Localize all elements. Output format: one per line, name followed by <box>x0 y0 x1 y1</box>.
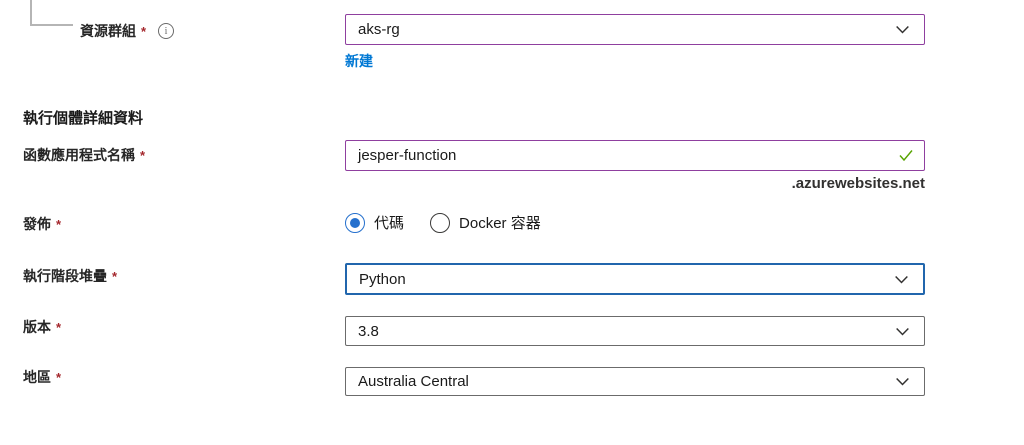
required-marker: * <box>56 216 62 232</box>
radio-selected-icon <box>345 212 365 233</box>
runtime-stack-label-text: 執行階段堆疊 <box>23 268 107 284</box>
radio-unselected-icon <box>430 212 451 233</box>
resource-group-label: 資源群組 * i <box>80 21 175 41</box>
required-marker: * <box>140 147 146 163</box>
version-selected-value: 3.8 <box>358 322 379 340</box>
chevron-down-icon <box>894 21 911 38</box>
create-new-link[interactable]: 新建 <box>345 53 373 69</box>
required-marker: * <box>141 23 147 39</box>
runtime-stack-dropdown[interactable]: Python <box>345 263 925 295</box>
radio-option-label: Docker 容器 <box>459 215 541 232</box>
publish-label-text: 發佈 <box>23 216 51 232</box>
runtime-stack-selected-value: Python <box>359 270 406 288</box>
app-name-value: jesper-function <box>358 147 457 164</box>
required-marker: * <box>56 369 62 385</box>
instance-details-section-header: 執行個體詳細資料 <box>23 110 144 127</box>
required-marker: * <box>56 319 62 335</box>
app-name-label: 函數應用程式名稱 * <box>23 145 145 165</box>
region-label-text: 地區 <box>23 369 51 385</box>
chevron-down-icon <box>894 373 911 390</box>
tree-branch-horizontal-line <box>30 24 73 26</box>
publish-label: 發佈 * <box>23 214 61 234</box>
chevron-down-icon <box>893 271 910 288</box>
app-name-label-text: 函數應用程式名稱 <box>23 147 135 163</box>
version-dropdown[interactable]: 3.8 <box>345 316 925 346</box>
resource-group-dropdown[interactable]: aks-rg <box>345 14 925 45</box>
chevron-down-icon <box>894 323 911 340</box>
radio-option-docker-container[interactable]: Docker 容器 <box>430 212 541 233</box>
publish-radio-group: 代碼 Docker 容器 <box>345 212 541 233</box>
region-label: 地區 * <box>23 367 61 387</box>
app-name-input[interactable]: jesper-function <box>345 140 925 171</box>
version-label: 版本 * <box>23 317 61 337</box>
version-label-text: 版本 <box>23 319 51 335</box>
valid-checkmark-icon <box>898 148 914 163</box>
info-icon[interactable]: i <box>158 23 175 39</box>
tree-branch-vertical-line <box>30 0 32 26</box>
radio-option-code[interactable]: 代碼 <box>345 212 404 233</box>
runtime-stack-label: 執行階段堆疊 * <box>23 266 117 286</box>
region-selected-value: Australia Central <box>358 373 469 390</box>
resource-group-selected-value: aks-rg <box>358 21 400 38</box>
resource-group-label-text: 資源群組 <box>80 23 136 39</box>
radio-option-label: 代碼 <box>374 215 405 232</box>
domain-suffix-text: .azurewebsites.net <box>791 175 925 192</box>
region-dropdown[interactable]: Australia Central <box>345 367 925 396</box>
required-marker: * <box>112 268 118 284</box>
